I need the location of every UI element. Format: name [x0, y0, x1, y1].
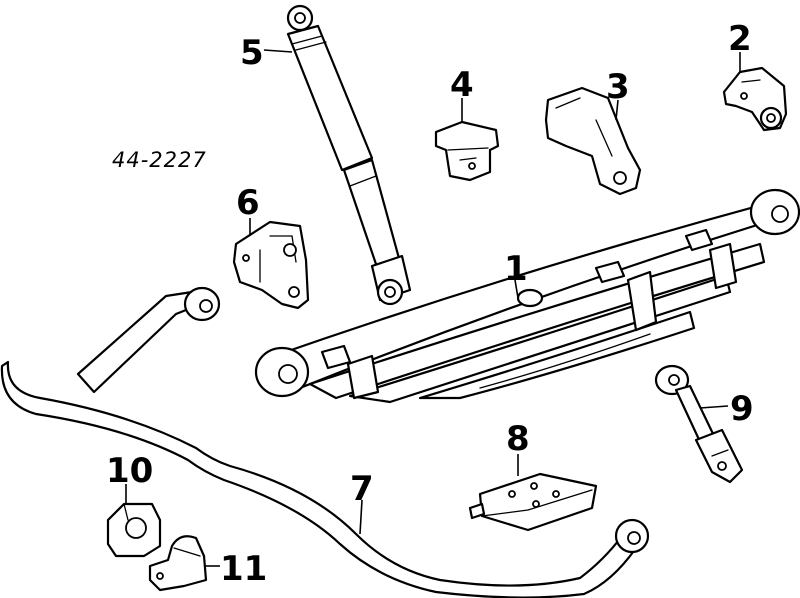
- callout-4: 4: [450, 65, 474, 105]
- callout-leaders: [125, 49, 741, 567]
- bushing-clamp: [148, 535, 208, 592]
- reference-number: 44-2227: [112, 148, 207, 172]
- stabilizer-link: [654, 364, 744, 484]
- mount-bracket: [434, 120, 500, 182]
- callout-9: 9: [730, 389, 754, 429]
- callout-7: 7: [350, 469, 374, 509]
- callout-6: 6: [236, 183, 260, 223]
- callout-5: 5: [240, 33, 264, 73]
- callout-3: 3: [606, 67, 630, 107]
- hanger-bracket: [232, 220, 310, 310]
- callout-10: 10: [106, 451, 153, 491]
- callout-8: 8: [506, 419, 530, 459]
- shock-absorber: [286, 4, 412, 306]
- stabilizer-bar: [0, 286, 650, 598]
- callout-1: 1: [504, 249, 528, 289]
- frame-bracket: [544, 86, 642, 196]
- leaf-spring: [254, 188, 800, 404]
- rear-bracket: [722, 66, 788, 132]
- callout-11: 11: [220, 549, 267, 589]
- bushing: [106, 502, 162, 558]
- spring-seat: [468, 472, 598, 532]
- callout-2: 2: [728, 19, 752, 59]
